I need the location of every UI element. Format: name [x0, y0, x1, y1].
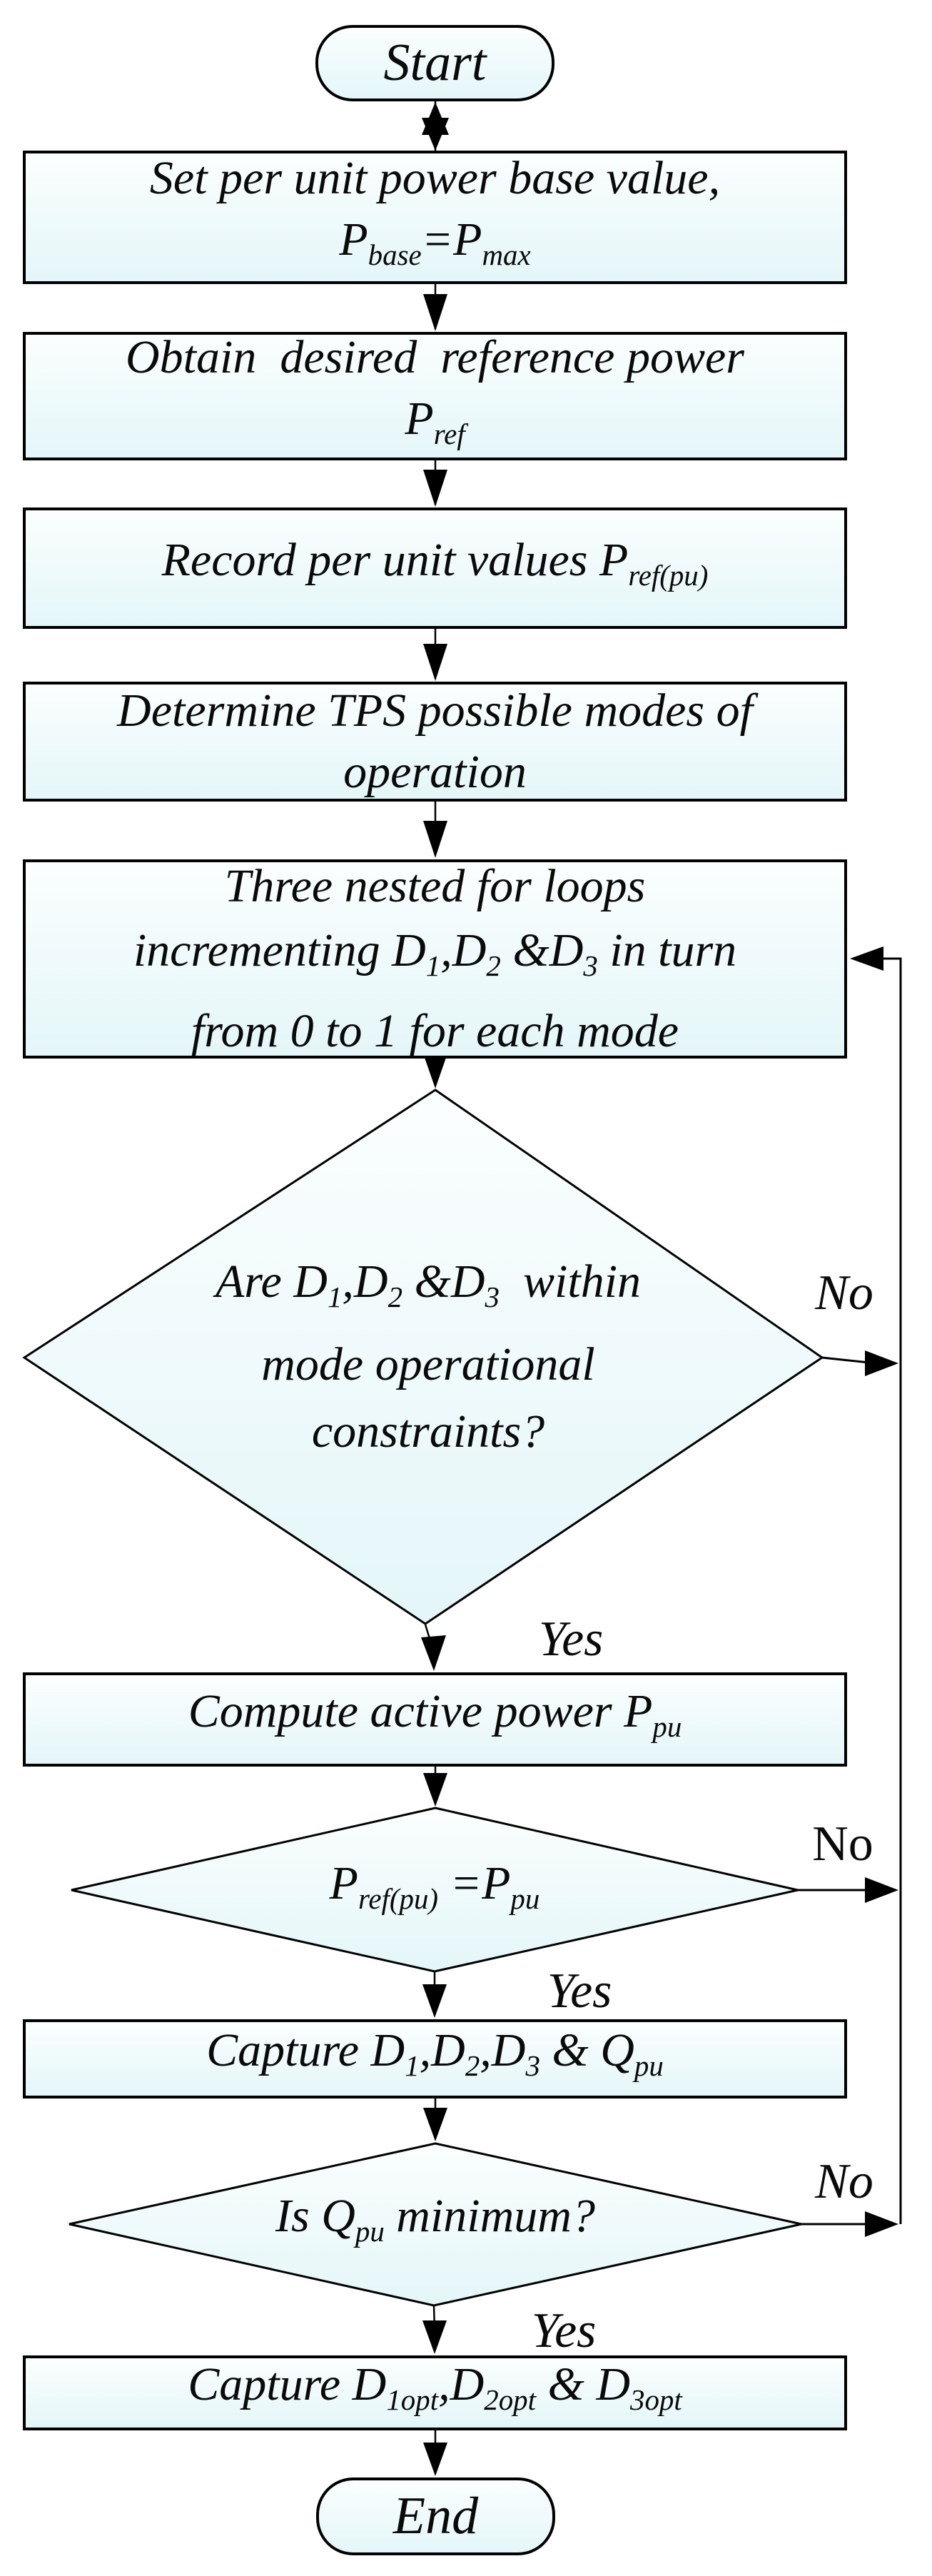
node-set-base-line2: Pbase=Pmax: [339, 213, 531, 272]
edge-constraints-no: [821, 1350, 898, 1376]
decision-constraints-shape: [22, 1089, 824, 1625]
node-capture-q-line1: Capture D1,D2,D3 & Qpu: [206, 2024, 664, 2083]
label-q-min-no: No: [815, 2154, 873, 2209]
end-label: End: [392, 2487, 479, 2545]
edge-determine-modes-to-nested-loops: [423, 802, 447, 858]
node-record-pu-line1: Record per unit values Pref(pu): [161, 533, 709, 592]
node-set-base-line1: Set per unit power base value,: [149, 152, 721, 205]
edge-power-match-yes-to-capture-q: [422, 1971, 447, 2018]
node-end: End: [316, 2477, 555, 2555]
arrowhead-down-icon: [423, 2108, 447, 2141]
node-determine-modes-line1: Determine TPS possible modes of: [117, 685, 753, 737]
node-determine-modes: Determine TPS possible modes of operatio…: [23, 682, 847, 802]
decision-q-min-shape: [69, 2142, 802, 2307]
node-nested-loops: Three nested for loops incrementing D1,D…: [23, 859, 847, 1059]
arrowhead-down-icon: [423, 2443, 447, 2476]
label-power-match-yes: Yes: [547, 1964, 612, 2019]
arrowhead-right-icon: [865, 2211, 898, 2237]
decision-power-match-shape: [71, 1807, 799, 1973]
arrowhead-right-icon: [865, 1350, 898, 1376]
edge-line: [821, 1356, 870, 1364]
edge-power-match-no: [798, 1877, 898, 1903]
start-label: Start: [383, 34, 487, 92]
edge-line: [881, 957, 902, 2224]
arrowhead-down-icon: [424, 1056, 447, 1089]
node-obtain-ref-line2: Pref: [405, 392, 465, 451]
arrowhead-down-icon: [423, 470, 447, 507]
feedback-no-return-line: [850, 946, 902, 2224]
edge-q-min-no: [801, 2211, 898, 2237]
node-set-base: Set per unit power base value, Pbase=Pma…: [23, 151, 847, 284]
arrowhead-down-icon: [423, 1773, 447, 1807]
node-nested-loops-line1: Three nested for loops: [224, 860, 646, 913]
node-nested-loops-line3: from 0 to 1 for each mode: [191, 1004, 679, 1057]
node-capture-opt: Capture D1opt,D2opt & D3opt: [23, 2355, 847, 2430]
edge-record-pu-to-determine-modes: [423, 629, 447, 681]
edge-q-min-yes-to-capture-opt: [422, 2305, 447, 2354]
node-obtain-ref-line1: Obtain desired reference power: [126, 330, 744, 383]
label-constraints-yes: Yes: [538, 1612, 604, 1667]
edge-start-to-set-base: [422, 101, 449, 151]
label-constraints-no: No: [815, 1266, 873, 1320]
node-compute-power: Compute active power Ppu: [23, 1672, 847, 1767]
arrowhead-down-icon: [422, 2320, 447, 2354]
arrowhead-down-icon: [422, 1984, 447, 2018]
arrowhead-down-icon: [421, 1635, 446, 1671]
arrowhead-left-icon: [850, 946, 883, 971]
edge-capture-opt-to-end: [423, 2430, 447, 2476]
arrowhead-down-icon: [422, 118, 449, 151]
node-compute-power-line1: Compute active power Ppu: [188, 1684, 682, 1744]
label-q-min-yes: Yes: [531, 2303, 597, 2358]
arrowhead-down-icon: [423, 294, 447, 331]
edge-compute-power-to-power-match-check: [423, 1767, 447, 1807]
node-determine-modes-line2: operation: [343, 746, 527, 798]
arrowhead-right-icon: [865, 1877, 898, 1903]
node-nested-loops-line2: incrementing D1,D2 &D3 in turn: [133, 924, 737, 983]
arrowhead-down-icon: [423, 821, 447, 858]
arrowhead-down-icon: [423, 644, 447, 681]
edge-obtain-ref-to-record-pu: [423, 460, 447, 507]
label-power-match-no: No: [812, 1817, 873, 1872]
edge-set-base-to-obtain-ref: [423, 284, 447, 331]
edge-nested-loops-to-constraints-check: [424, 1056, 447, 1089]
node-capture-q: Capture D1,D2,D3 & Qpu: [23, 2019, 847, 2098]
node-start: Start: [315, 25, 554, 101]
edge-capture-q-to-q-min-check: [423, 2098, 447, 2141]
node-record-pu: Record per unit values Pref(pu): [23, 507, 847, 629]
node-capture-opt-line1: Capture D1opt,D2opt & D3opt: [188, 2358, 682, 2417]
node-obtain-ref: Obtain desired reference power Pref: [23, 331, 847, 460]
edge-constraints-yes-to-compute-power: [421, 1624, 446, 1671]
